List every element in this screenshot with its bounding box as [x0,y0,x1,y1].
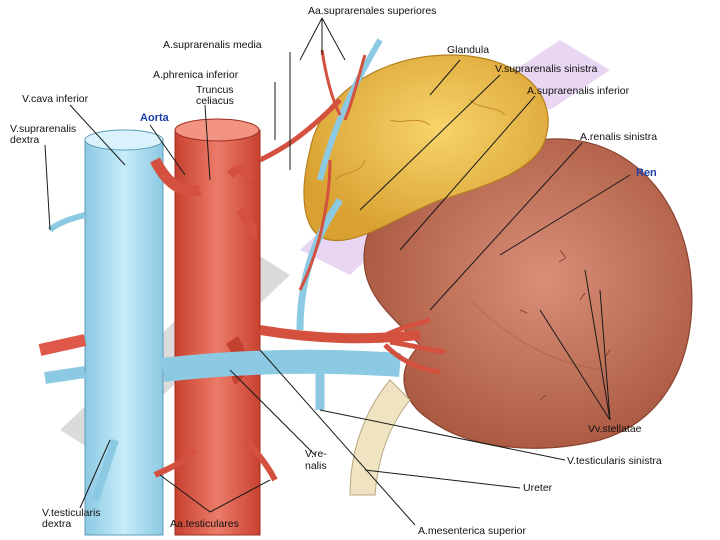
kidney [363,138,693,449]
label-glandula: Glandula [447,44,489,56]
label-a-phrenica-inferior: A.phrenica inferior [153,69,239,81]
ureter [349,379,411,496]
label-v-renalis-line2: nalis [305,460,327,472]
label-v-suprarenalis-dextra-line2: dextra [10,134,39,146]
label-a-mesenterica-superior: A.mesenterica superior [418,525,526,537]
label-v-renalis-line1: V.re- [305,448,327,460]
label-aorta: Aorta [140,112,170,124]
label-v-testicularis-sinistra: V.testicularis sinistra [567,455,662,467]
label-v-testicularis-dextra-line2: dextra [42,518,71,530]
label-vv-stellatae: Vv.stellatae [588,423,642,435]
superior-suprarenal-arteries [320,49,367,121]
aorta [150,98,342,536]
label-v-suprarenalis-dextra-line1: V.suprarenalis [10,123,76,135]
label-ren: Ren [636,167,657,179]
left-renal-artery [259,159,446,375]
adrenal-gland [303,54,549,242]
label-truncus-line2: celiacus [196,95,234,107]
label-truncus-line1: Truncus [196,84,234,96]
label-a-renalis-sinistra: A.renalis sinistra [580,131,657,143]
inferior-vena-cava [38,129,164,536]
label-a-suprarenalis-inferior: A.suprarenalis inferior [527,85,630,97]
label-aa-suprarenales-superiores: Aa.suprarenales superiores [308,5,436,17]
left-renal-vein [161,38,401,410]
label-v-testicularis-dextra-line1: V.testicularis [42,507,101,519]
leader-lines [44,17,631,526]
label-ureter: Ureter [523,482,553,494]
label-v-cava-inferior: V.cava inferior [22,93,89,105]
label-a-suprarenalis-media: A.suprarenalis media [163,39,262,51]
label-v-suprarenalis-sinistra: V.suprarenalis sinistra [495,63,597,75]
labels: Aa.suprarenales superiores A.suprarenali… [10,5,662,537]
label-aa-testiculares: Aa.testiculares [170,518,239,530]
